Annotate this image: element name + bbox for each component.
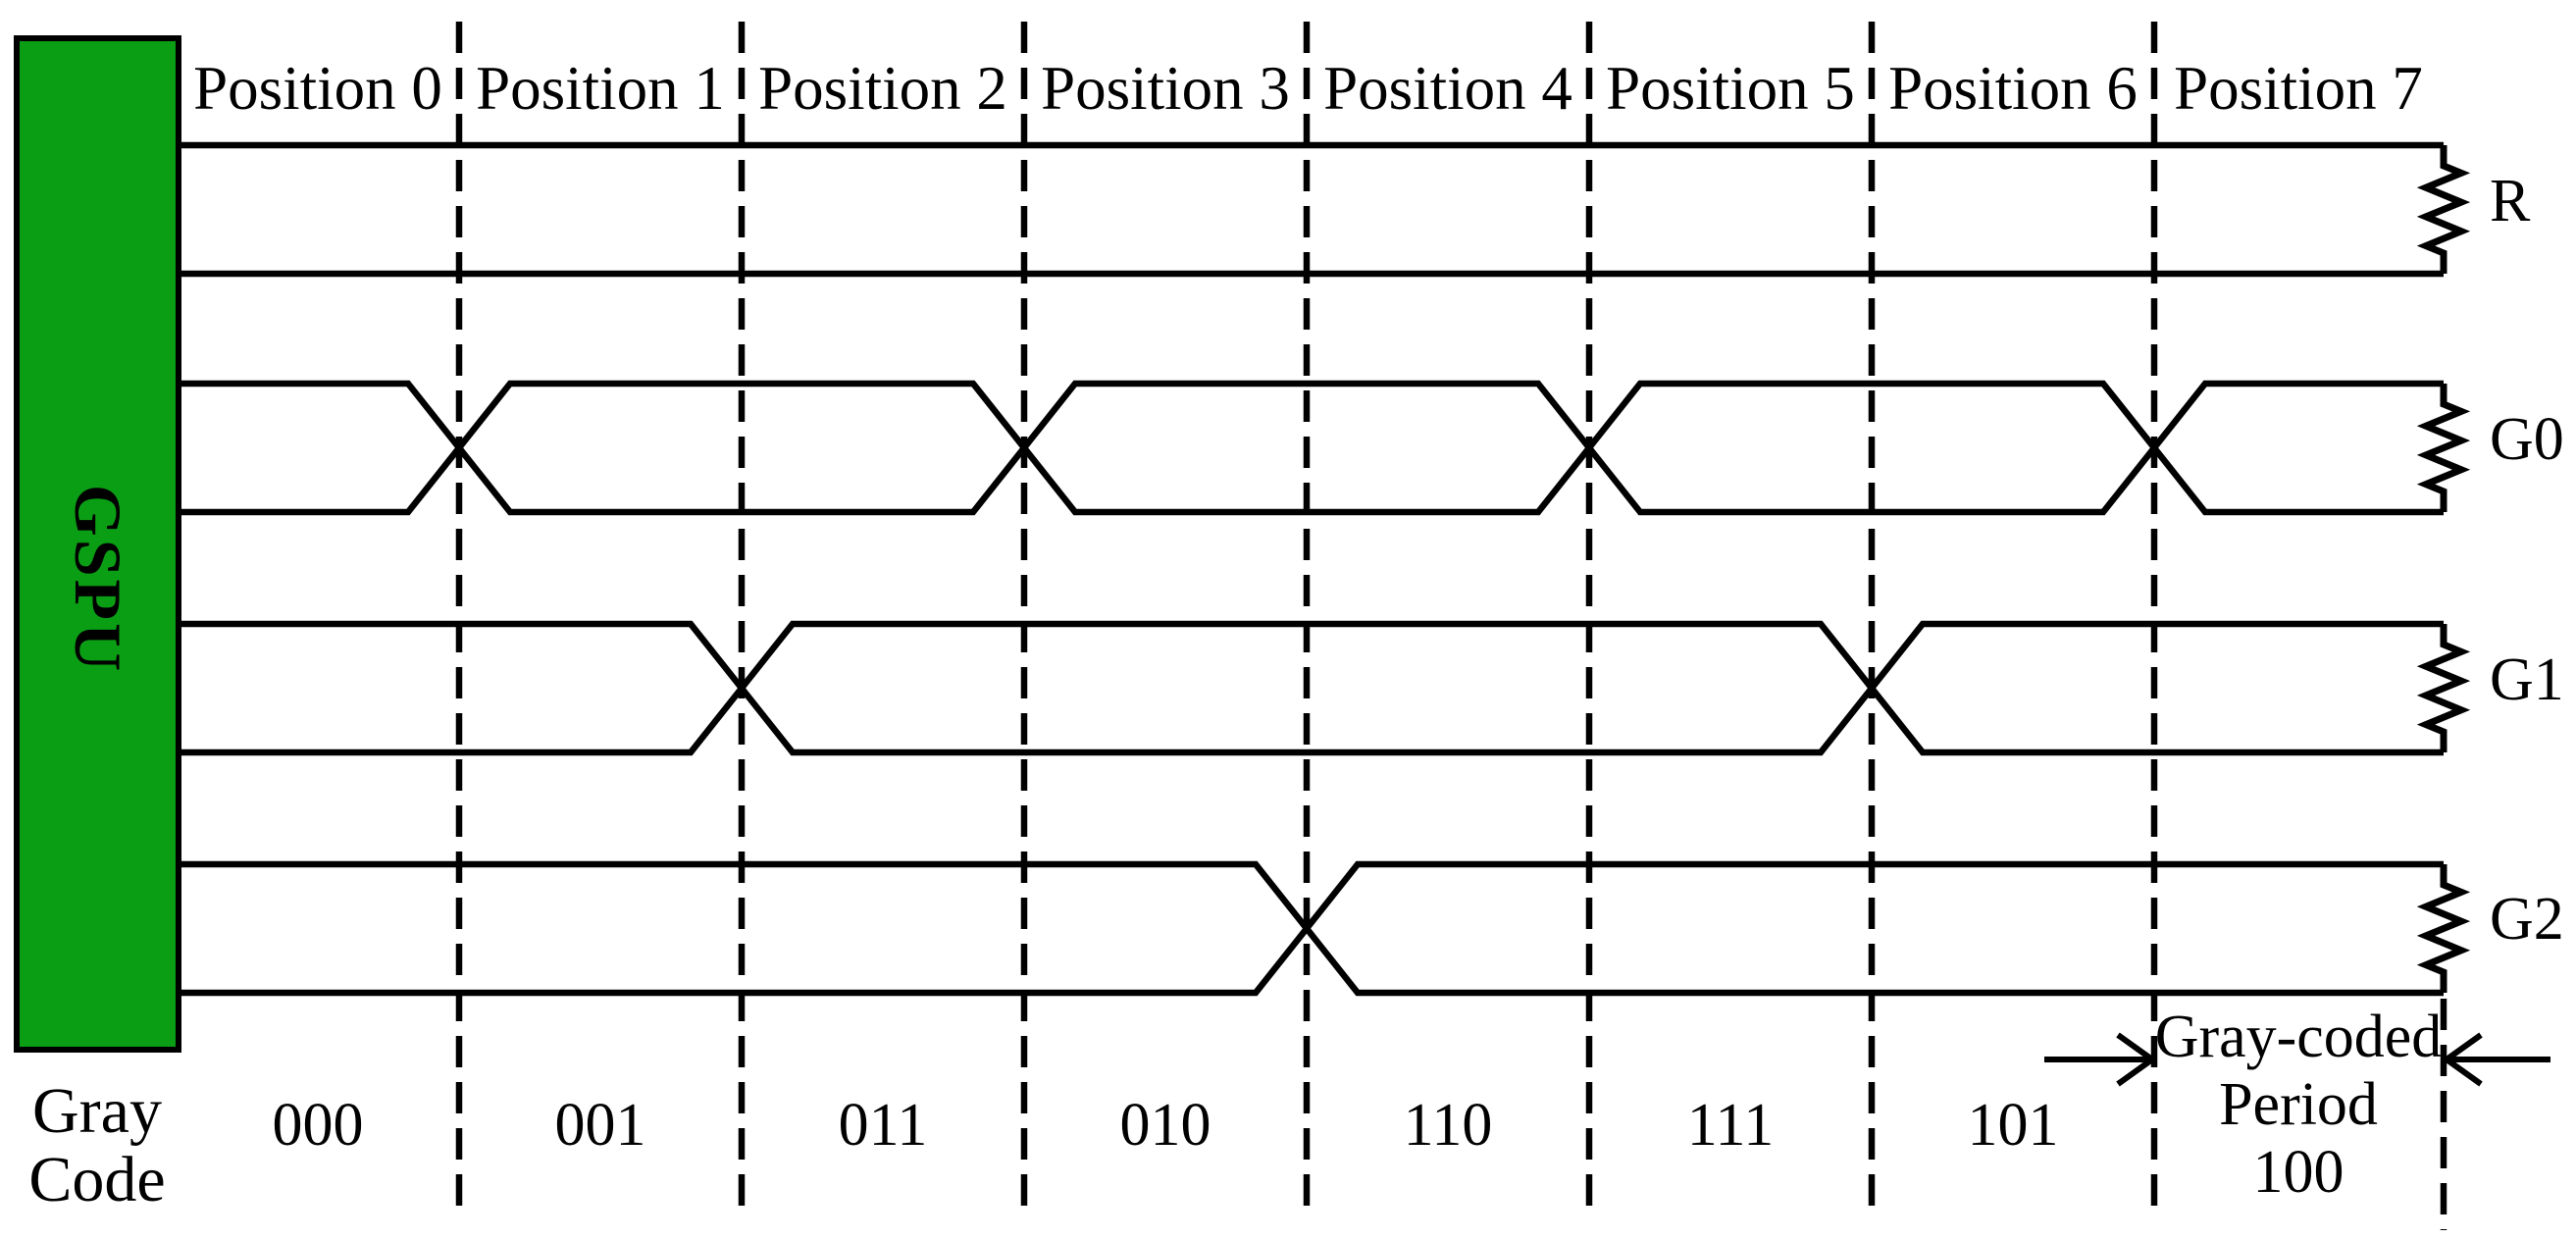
signal-label-g0: G0 bbox=[2490, 406, 2564, 473]
signal-bus-G0 bbox=[178, 380, 2444, 516]
gray-code-axis-caption: Gray Code bbox=[28, 1077, 165, 1214]
period-caption-line2: Period bbox=[2219, 1071, 2378, 1138]
resistor-G0 bbox=[2416, 384, 2471, 512]
period-caption-line1: Gray-coded bbox=[2154, 1004, 2443, 1070]
gray-code-value-6: 101 bbox=[1967, 1092, 2059, 1159]
position-label-3: Position 3 bbox=[1041, 54, 1290, 123]
signal-label-r: R bbox=[2490, 168, 2531, 234]
gray-code-value-5: 111 bbox=[1686, 1092, 1775, 1159]
position-label-4: Position 4 bbox=[1323, 54, 1572, 123]
resistor-G2 bbox=[2416, 864, 2471, 993]
gray-code-axis-caption-line2: Code bbox=[28, 1144, 166, 1215]
gspu-label: GSPU bbox=[61, 484, 136, 675]
signal-bus-G1 bbox=[178, 620, 2444, 756]
gray-code-value-1: 001 bbox=[554, 1092, 646, 1159]
signal-label-g1: G1 bbox=[2490, 646, 2564, 713]
resistor-R bbox=[2416, 145, 2471, 274]
position-label-1: Position 1 bbox=[476, 54, 725, 123]
period-arrow-right-icon bbox=[2441, 1032, 2550, 1087]
position-label-7: Position 7 bbox=[2174, 54, 2423, 123]
gray-code-value-0: 000 bbox=[272, 1092, 364, 1159]
signal-bus-G2 bbox=[178, 860, 2444, 997]
position-label-2: Position 2 bbox=[758, 54, 1007, 123]
position-label-0: Position 0 bbox=[193, 54, 442, 123]
position-label-6: Position 6 bbox=[1888, 54, 2138, 123]
gray-code-value-4: 110 bbox=[1403, 1092, 1493, 1159]
resistor-G1 bbox=[2416, 624, 2471, 752]
signal-bus-R bbox=[178, 141, 2444, 278]
gray-coded-period-caption: Gray-coded Period 100 bbox=[2155, 1004, 2443, 1207]
gspu-block: GSPU bbox=[14, 35, 181, 1053]
gray-code-value-2: 011 bbox=[838, 1092, 928, 1159]
period-arrow-left-icon bbox=[2044, 1032, 2158, 1087]
position-label-5: Position 5 bbox=[1606, 54, 1855, 123]
gray-code-value-3: 010 bbox=[1119, 1092, 1211, 1159]
signal-label-g2: G2 bbox=[2490, 886, 2564, 953]
gray-code-value-7: 100 bbox=[2252, 1139, 2344, 1206]
gray-code-axis-caption-line1: Gray bbox=[32, 1075, 162, 1147]
